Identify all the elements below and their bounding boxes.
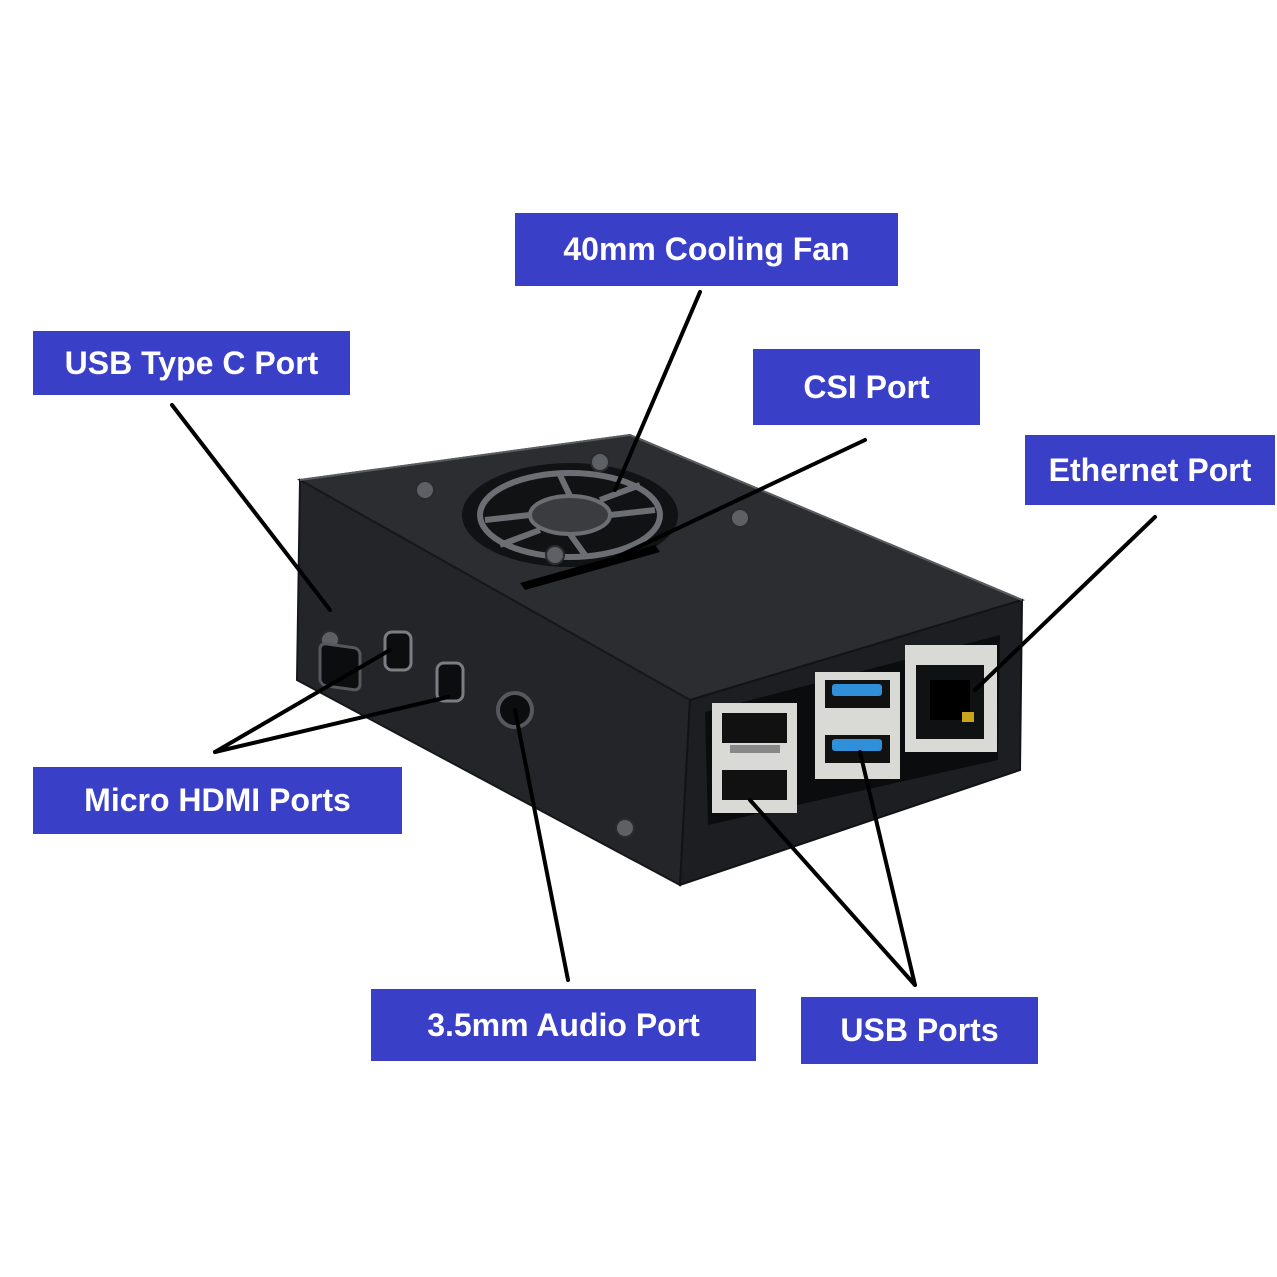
- cooling-fan-icon: [462, 463, 678, 567]
- ethernet-port-label: Ethernet Port: [1025, 435, 1275, 505]
- usb2-port-stack: [712, 703, 797, 813]
- ethernet-port-icon: [905, 645, 997, 752]
- usb3-port-stack: [815, 672, 900, 779]
- cooling-fan-label: 40mm Cooling Fan: [515, 213, 898, 286]
- usb-type-c-label: USB Type C Port: [33, 331, 350, 395]
- micro-hdmi-label: Micro HDMI Ports: [33, 767, 402, 834]
- audio-port-label: 3.5mm Audio Port: [371, 989, 756, 1061]
- micro-hdmi-port-2: [435, 661, 465, 703]
- screw-icons: [320, 452, 750, 838]
- csi-slot: [520, 545, 660, 590]
- leader-lines: [170, 290, 1157, 987]
- csi-port-label: CSI Port: [753, 349, 980, 425]
- usb-c-port: [318, 642, 362, 692]
- usb-ports-label: USB Ports: [801, 997, 1038, 1064]
